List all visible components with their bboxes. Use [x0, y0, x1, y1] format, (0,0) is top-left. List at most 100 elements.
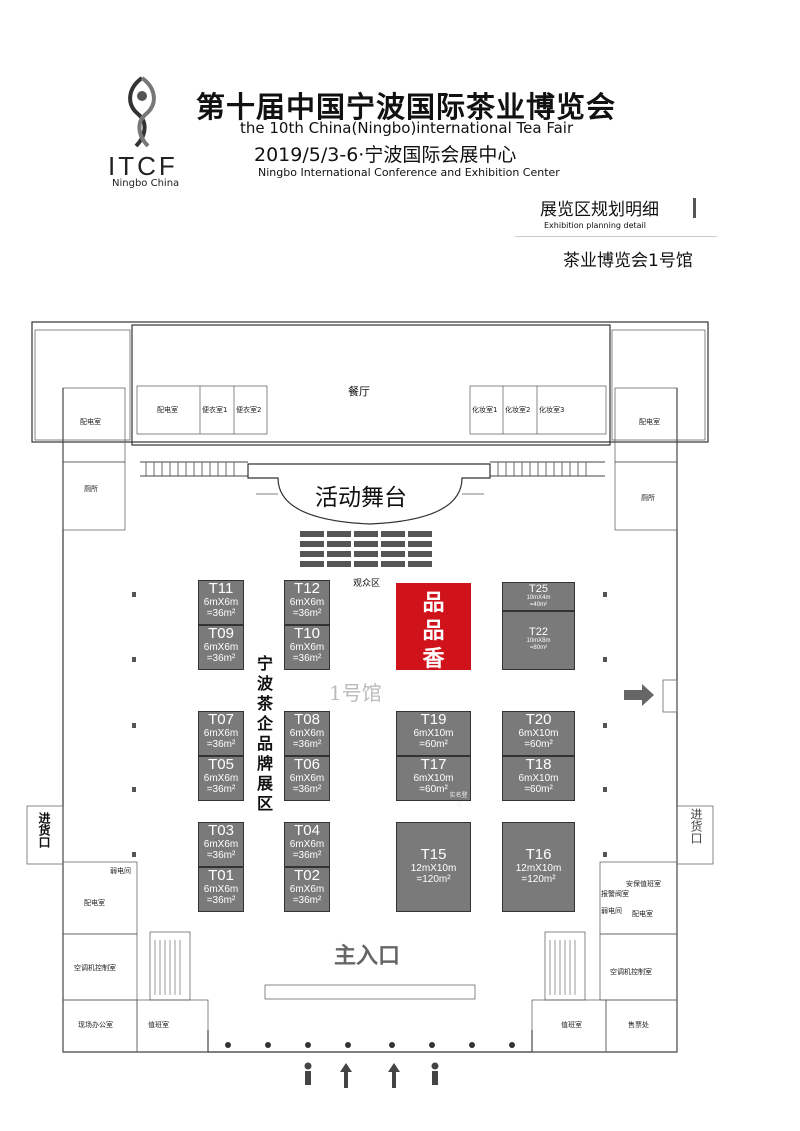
room-label-changing2: 便衣室2 — [236, 406, 262, 414]
booth-area: =60m² — [524, 784, 553, 795]
stairs-left — [149, 931, 191, 1001]
booth-code: T09 — [208, 625, 234, 642]
room-label-ac-r: 空调机控制室 — [610, 968, 652, 976]
booth-code: T25 — [529, 583, 548, 595]
logo-subtitle: Ningbo China — [112, 178, 180, 189]
booth-area: =36m² — [292, 653, 322, 664]
booth-t20[interactable]: T20 6mX10m =60m² — [502, 711, 575, 756]
booth-area: =120m² — [521, 874, 556, 885]
dining-label: 餐厅 — [348, 385, 370, 398]
booth-area: =36m² — [292, 784, 322, 795]
booth-t10[interactable]: T10 6mX6m =36m² — [284, 625, 330, 670]
booth-area: =36m² — [206, 608, 236, 619]
section-rule — [515, 236, 717, 237]
service-rooms-right — [469, 385, 607, 435]
booth-size: 6mX6m — [203, 642, 239, 653]
page-title: 第十届中国宁波国际茶业博览会 — [196, 90, 617, 124]
registration-note: 实名登记 — [449, 792, 468, 808]
room-label-toilet-r: 厕所 — [641, 494, 655, 502]
booth-size: 6mX6m — [289, 728, 325, 739]
main-entrance-label: 主入口 — [334, 944, 401, 969]
booth-t18[interactable]: T18 6mX10m =60m² — [502, 756, 575, 801]
booth-code: T02 — [294, 867, 320, 884]
event-date-place: 2019/5/3-6·宁波国际会展中心 — [254, 144, 517, 166]
hall-name: 茶业博览会1号馆 — [563, 251, 693, 271]
booth-t19[interactable]: T19 6mX10m =60m² — [396, 711, 471, 756]
room-label-weak-r: 弱电间 — [601, 907, 622, 915]
goods-entrance-left: 进货口 — [37, 812, 51, 848]
booth-size: 6mX6m — [203, 773, 239, 784]
outer-top-wall — [31, 321, 709, 443]
booth-area: =36m² — [292, 895, 322, 906]
room-label-weak-l: 弱电间 — [110, 867, 131, 875]
booth-code: T01 — [208, 867, 234, 884]
room-label-office-l: 现场办公室 — [78, 1021, 113, 1029]
booth-area: =40m² — [529, 602, 548, 608]
booth-t12[interactable]: T12 6mX6m =36m² — [284, 580, 330, 625]
booth-code: T05 — [208, 756, 234, 773]
booth-t11[interactable]: T11 6mX6m =36m² — [198, 580, 244, 625]
service-rooms-left — [136, 385, 268, 435]
booth-code: T16 — [525, 846, 552, 863]
booth-area: =36m² — [206, 739, 236, 750]
booth-t08[interactable]: T08 6mX6m =36m² — [284, 711, 330, 756]
brand-char-3: 香 — [422, 647, 445, 672]
booth-size: 6mX10m — [413, 773, 454, 784]
room-toilet-r — [614, 461, 678, 531]
goods-entrance-right: 进货口 — [689, 808, 703, 844]
booth-size: 12mX10m — [515, 863, 562, 874]
room-label-duty-l: 值班室 — [148, 1021, 169, 1029]
booth-t15[interactable]: T15 12mX10m =120m² — [396, 822, 471, 912]
booth-area: =36m² — [292, 850, 322, 861]
goods-entrance-left-box — [26, 805, 64, 865]
booth-code: T11 — [208, 580, 234, 597]
goods-entrance-right-box — [676, 805, 714, 865]
brand-char-2: 品 — [422, 619, 445, 644]
booth-code: T17 — [420, 756, 447, 773]
booth-size: 6mX6m — [289, 597, 325, 608]
booth-code: T18 — [525, 756, 552, 773]
booth-t05[interactable]: T05 6mX6m =36m² — [198, 756, 244, 801]
booth-code: T03 — [208, 822, 234, 839]
stage-outline — [247, 463, 491, 525]
section-subtitle: Exhibition planning detail — [544, 221, 646, 230]
booth-code: T15 — [420, 846, 447, 863]
booth-t16[interactable]: T16 12mX10m =120m² — [502, 822, 575, 912]
booth-size: 6mX10m — [413, 728, 454, 739]
booth-t06[interactable]: T06 6mX6m =36m² — [284, 756, 330, 801]
room-label-power-br: 配电室 — [632, 910, 653, 918]
booth-size: 6mX6m — [289, 839, 325, 850]
booth-area: =36m² — [292, 739, 322, 750]
booth-code: T22 — [529, 626, 548, 638]
room-label-ac-l: 空调机控制室 — [74, 964, 116, 972]
brand-booth-pinpinxiang[interactable]: 品 品 香 — [396, 583, 471, 672]
booth-code: T12 — [294, 580, 320, 597]
booth-area: =36m² — [206, 850, 236, 861]
stage-label: 活动舞台 — [315, 485, 407, 511]
booth-t01[interactable]: T01 6mX6m =36m² — [198, 867, 244, 912]
booth-code: T07 — [208, 711, 234, 728]
booth-area: =120m² — [416, 874, 451, 885]
entrance-canopy — [264, 984, 476, 1000]
venue-en: Ningbo International Conference and Exhi… — [258, 166, 560, 179]
room-label-duty-r: 值班室 — [561, 1021, 582, 1029]
booth-t17[interactable]: T17 6mX10m =60m² 实名登记 — [396, 756, 471, 808]
booth-t07[interactable]: T07 6mX6m =36m² — [198, 711, 244, 756]
booth-size: 6mX6m — [203, 728, 239, 739]
booth-area: =36m² — [206, 895, 236, 906]
booth-t22[interactable]: T22 10mX8m =80m² — [502, 611, 575, 670]
booth-area: =36m² — [206, 653, 236, 664]
room-label-power-bl: 配电室 — [84, 899, 105, 907]
hall-watermark: 1号馆 — [329, 681, 382, 705]
room-label-alarm-r: 报警阀室 — [601, 890, 629, 898]
booth-area: =80m² — [529, 645, 548, 651]
booth-t02[interactable]: T02 6mX6m =36m² — [284, 867, 330, 912]
booth-t03[interactable]: T03 6mX6m =36m² — [198, 822, 244, 867]
left-upper-block — [34, 329, 131, 441]
zone-label: 宁波茶企品牌展区 — [256, 654, 273, 813]
booth-code: T06 — [294, 756, 320, 773]
booth-t25[interactable]: T25 10mX4m =40m² — [502, 582, 575, 611]
booth-size: 6mX6m — [203, 839, 239, 850]
booth-t04[interactable]: T04 6mX6m =36m² — [284, 822, 330, 867]
booth-t09[interactable]: T09 6mX6m =36m² — [198, 625, 244, 670]
